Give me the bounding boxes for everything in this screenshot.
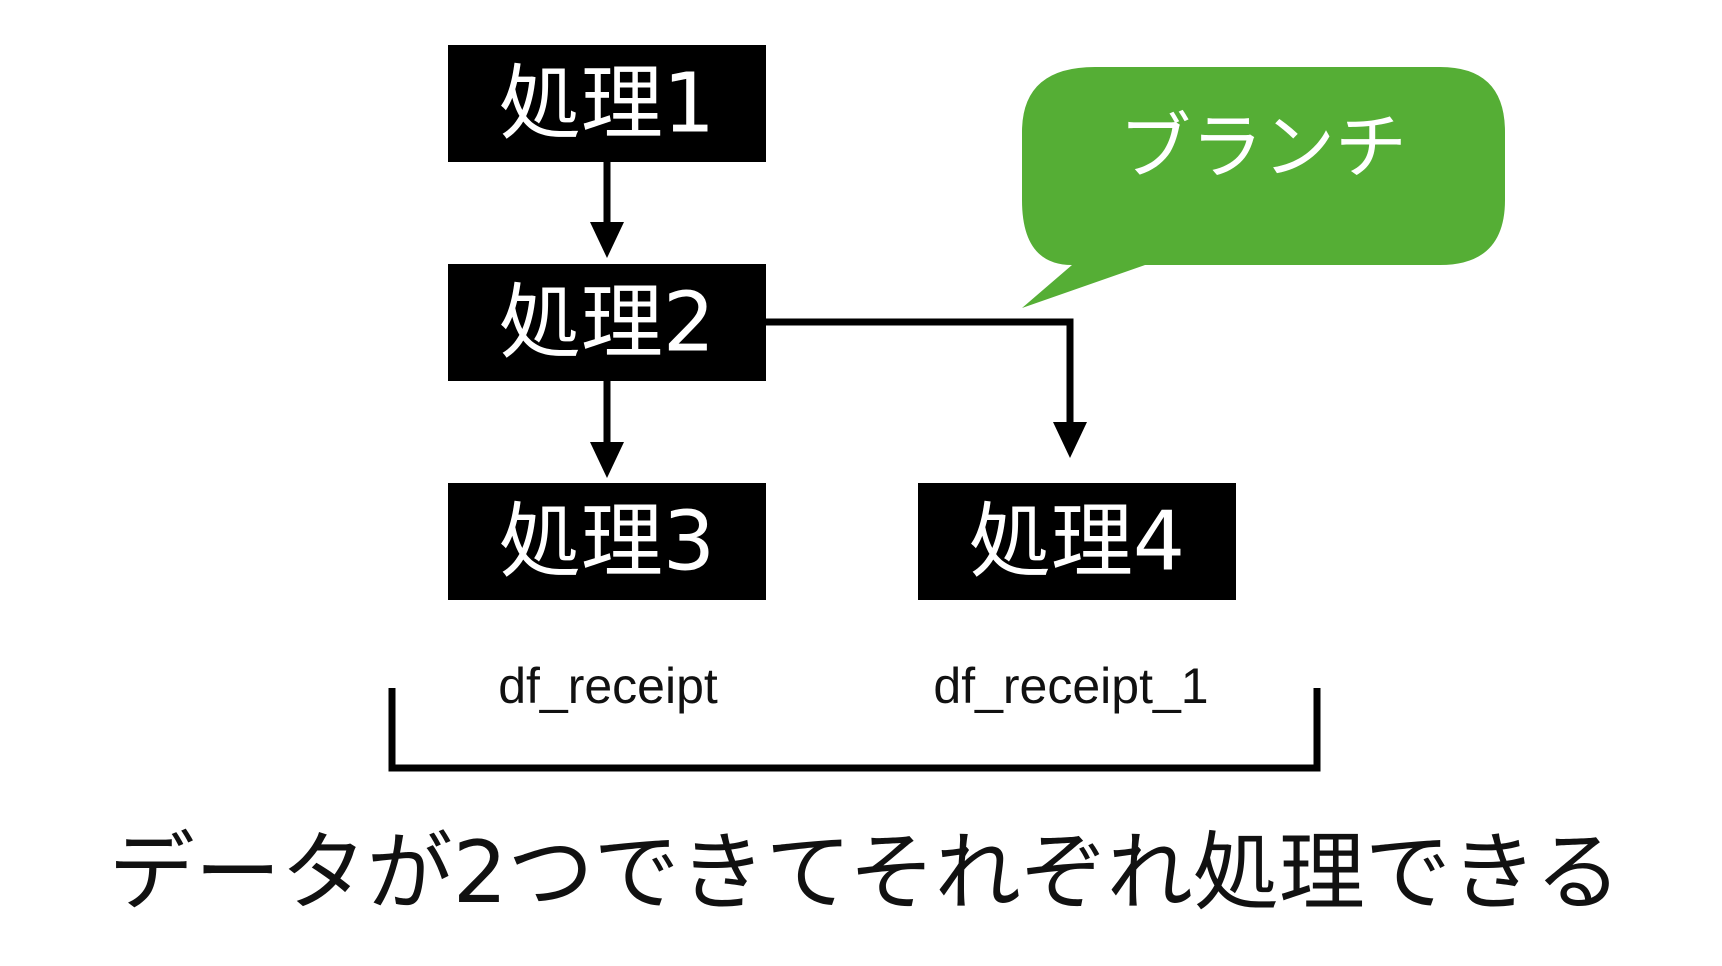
process-4-node: 処理4 <box>918 483 1236 600</box>
branch-callout: ブランチ <box>1022 67 1505 308</box>
branch-connector-line <box>766 318 1074 422</box>
grouping-bracket <box>388 688 1321 772</box>
process-4-label: 処理4 <box>969 495 1185 590</box>
arrowhead-icon <box>590 442 624 478</box>
dataframe-right-label: df_receipt_1 <box>933 658 1208 714</box>
arrow-1-to-2 <box>590 162 624 258</box>
callout-label: ブランチ <box>1119 105 1407 189</box>
arrowhead-icon <box>590 222 624 258</box>
process-1-node: 処理1 <box>448 45 766 162</box>
process-1-box <box>448 45 766 162</box>
arrow-2-to-4 <box>766 318 1087 458</box>
process-3-node: 処理3 <box>448 483 766 600</box>
arrow-2-to-3 <box>590 381 624 478</box>
process-1-label: 処理1 <box>499 57 715 152</box>
process-2-label: 処理2 <box>499 276 715 371</box>
speech-bubble-shape <box>1022 67 1505 308</box>
process-2-box <box>448 264 766 381</box>
process-2-node: 処理2 <box>448 264 766 381</box>
dataframe-left-label: df_receipt <box>498 658 718 714</box>
process-4-box <box>918 483 1236 600</box>
arrowhead-icon <box>1053 422 1087 458</box>
diagram-caption: データが2つできてそれぞれ処理できる <box>109 823 1621 923</box>
process-3-label: 処理3 <box>499 495 715 590</box>
process-3-box <box>448 483 766 600</box>
